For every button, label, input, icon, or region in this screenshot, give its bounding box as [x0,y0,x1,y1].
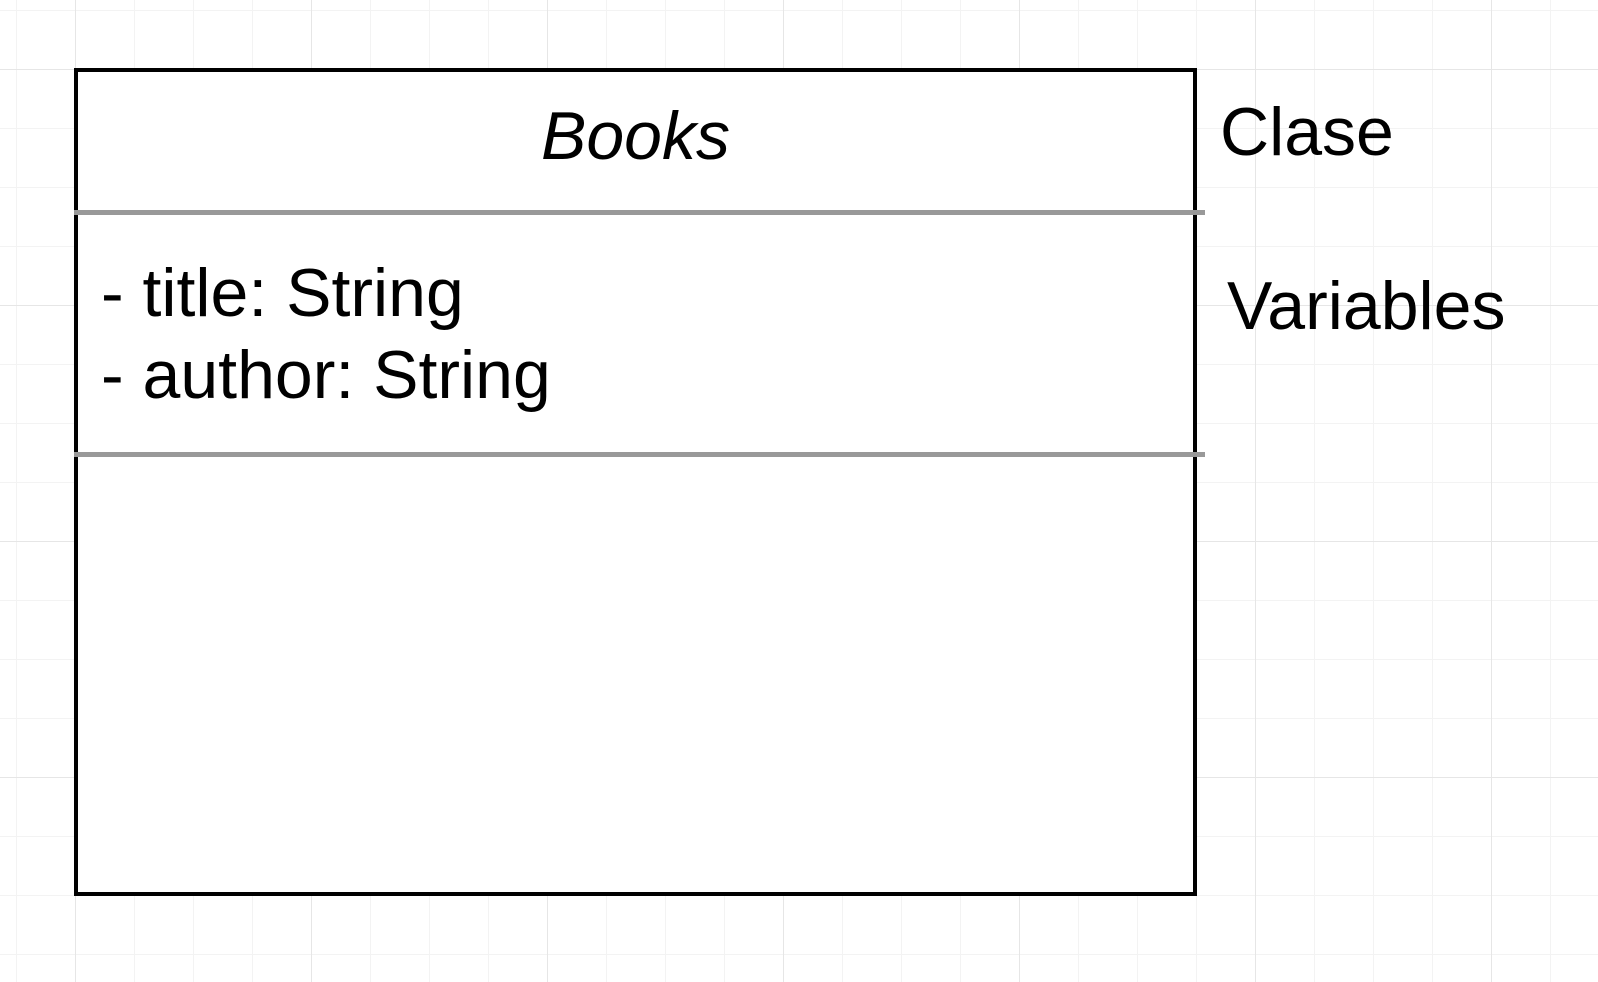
name-attributes-divider [74,210,1205,215]
attributes-section: - title: String - author: String [101,252,551,416]
attribute-title: - title: String [101,255,464,331]
class-name: Books [541,98,730,174]
uml-class-box[interactable]: Books - title: String - author: String [74,68,1197,896]
attribute-author: - author: String [101,337,551,413]
attributes-methods-divider [74,452,1205,457]
variables-annotation-label: Variables [1227,268,1506,344]
class-annotation-label: Clase [1220,94,1394,170]
